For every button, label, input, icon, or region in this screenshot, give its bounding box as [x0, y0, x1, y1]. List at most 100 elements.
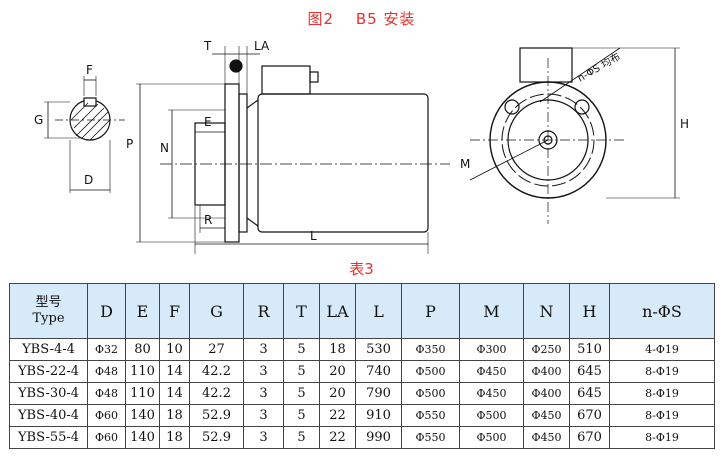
spec-cell: Φ32: [87, 338, 126, 361]
label-D: D: [84, 173, 93, 187]
spec-cell: Φ500: [401, 382, 460, 405]
spec-cell: 8-Φ19: [609, 404, 715, 427]
model-cell: YBS-55-4: [9, 426, 88, 449]
header-D: D: [87, 283, 126, 339]
spec-cell: Φ300: [459, 338, 524, 361]
figure-number: 图2: [307, 10, 335, 28]
spec-cell: 8-Φ19: [609, 382, 715, 405]
model-cell: YBS-40-4: [9, 404, 88, 427]
label-H: H: [680, 117, 689, 131]
spec-cell: Φ250: [523, 338, 570, 361]
spec-cell: 5: [283, 426, 320, 449]
header-LA: LA: [319, 283, 356, 339]
spec-cell: 27: [189, 338, 244, 361]
spec-table: 型号 Type D E F G R T LA L P M N H n-ΦS YB…: [9, 283, 715, 449]
spec-cell: 140: [125, 404, 160, 427]
label-LA: LA: [254, 39, 270, 53]
model-cell: YBS-30-4: [9, 382, 88, 405]
spec-cell: 3: [243, 360, 284, 383]
spec-cell: Φ48: [87, 382, 126, 405]
spec-cell: 990: [355, 426, 402, 449]
spec-cell: Φ60: [87, 426, 126, 449]
spec-cell: 670: [569, 404, 610, 427]
spec-cell: 110: [125, 360, 160, 383]
spec-cell: 22: [319, 404, 356, 427]
spec-cell: 5: [283, 404, 320, 427]
spec-cell: 80: [125, 338, 160, 361]
spec-cell: 52.9: [189, 426, 244, 449]
spec-cell: 42.2: [189, 360, 244, 383]
spec-cell: 3: [243, 382, 284, 405]
spec-cell: 670: [569, 426, 610, 449]
spec-cell: 8-Φ19: [609, 360, 715, 383]
label-T: T: [203, 39, 212, 53]
spec-cell: 5: [283, 338, 320, 361]
spec-cell: Φ500: [401, 360, 460, 383]
spec-cell: 5: [283, 382, 320, 405]
spec-cell: 20: [319, 360, 356, 383]
spec-cell: 4-Φ19: [609, 338, 715, 361]
spec-cell: 530: [355, 338, 402, 361]
header-N: N: [523, 283, 570, 339]
spec-cell: Φ550: [401, 404, 460, 427]
spec-cell: 910: [355, 404, 402, 427]
spec-cell: Φ450: [459, 360, 524, 383]
motor-drawing: T LA F G D P N E R L M H n-ΦS 均布: [34, 39, 689, 254]
spec-cell: Φ500: [459, 426, 524, 449]
spec-cell: 52.9: [189, 404, 244, 427]
spec-cell: 740: [355, 360, 402, 383]
spec-cell: 3: [243, 338, 284, 361]
spec-cell: Φ500: [459, 404, 524, 427]
header-R: R: [243, 283, 284, 339]
label-L: L: [310, 229, 317, 243]
spec-cell: 18: [159, 426, 190, 449]
spec-cell: 5: [283, 360, 320, 383]
spec-cell: Φ550: [401, 426, 460, 449]
label-G: G: [34, 113, 43, 127]
spec-cell: 510: [569, 338, 610, 361]
spec-cell: Φ400: [523, 360, 570, 383]
spec-cell: 140: [125, 426, 160, 449]
header-type: 型号 Type: [9, 283, 88, 339]
spec-cell: 645: [569, 360, 610, 383]
spec-cell: Φ48: [87, 360, 126, 383]
table-header-row: 型号 Type D E F G R T LA L P M N H n-ΦS: [9, 283, 715, 339]
spec-cell: Φ400: [523, 382, 570, 405]
motor-body: [257, 93, 429, 233]
header-type-en: Type: [32, 311, 65, 326]
header-G: G: [189, 283, 244, 339]
spec-cell: Φ450: [523, 426, 570, 449]
figure-title: 图2 B5 安装: [0, 8, 723, 29]
spec-cell: 790: [355, 382, 402, 405]
spec-cell: Φ450: [459, 382, 524, 405]
spec-cell: 20: [319, 382, 356, 405]
model-cell: YBS-22-4: [9, 360, 88, 383]
label-E: E: [204, 115, 212, 129]
spec-cell: 18: [159, 404, 190, 427]
spec-cell: 22: [319, 426, 356, 449]
header-E: E: [125, 283, 160, 339]
spec-cell: 14: [159, 382, 190, 405]
header-F: F: [159, 283, 190, 339]
spec-cell: 18: [319, 338, 356, 361]
spec-cell: 3: [243, 404, 284, 427]
header-T: T: [283, 283, 320, 339]
spec-cell: 8-Φ19: [609, 426, 715, 449]
label-P: P: [126, 137, 133, 151]
label-M: M: [460, 157, 470, 171]
spec-cell: 14: [159, 360, 190, 383]
spec-cell: 42.2: [189, 382, 244, 405]
spec-cell: 10: [159, 338, 190, 361]
header-nS: n-ΦS: [609, 283, 715, 339]
lifting-eye: [229, 59, 243, 73]
header-P: P: [401, 283, 460, 339]
label-N: N: [160, 141, 169, 155]
spec-cell: 3: [243, 426, 284, 449]
spec-cell: Φ350: [401, 338, 460, 361]
